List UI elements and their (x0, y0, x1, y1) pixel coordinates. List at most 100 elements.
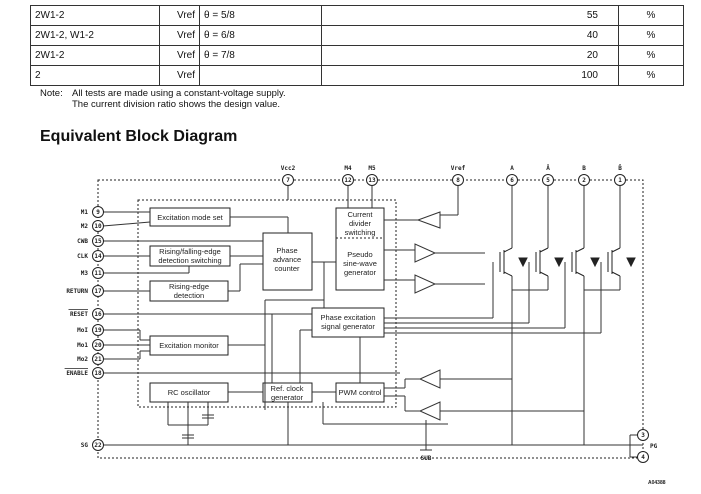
block-rc-oscillator: RC oscillator (149, 382, 229, 403)
svg-text:Phase excitation: Phase excitation (320, 313, 375, 322)
pin-m1: 9 M1 (81, 206, 104, 218)
svg-text:advance: advance (273, 255, 301, 264)
pin-number: 6 (510, 177, 514, 184)
pin-number: 13 (368, 177, 376, 184)
pin-label: RETURN (66, 288, 88, 295)
left-pins: 9M110M215CWB14CLK11M317RETURN16RESET19Mo… (64, 206, 104, 451)
section-heading: Equivalent Block Diagram (40, 128, 238, 145)
mosfet-icon (535, 247, 564, 277)
pin-number: 21 (94, 356, 102, 363)
pin-label: M1 (81, 209, 89, 216)
pin-moi: 19 MoI (77, 324, 104, 336)
pin-pg-3: 3 (637, 429, 649, 441)
pin-number: 20 (94, 342, 102, 349)
pin-top-1: 1 B̄ (614, 165, 626, 186)
pin-number: 22 (94, 442, 102, 449)
pin-top-6: 6A (506, 165, 518, 186)
pin-label: B̄ (618, 165, 622, 172)
logic-boundary (137, 199, 397, 408)
pin-label: CLK (77, 253, 88, 260)
svg-text:Rising/falling-edge: Rising/falling-edge (159, 247, 221, 256)
svg-text:detection switching: detection switching (158, 256, 221, 265)
pin-mo1: 20 Mo1 (77, 339, 104, 351)
pin-enable: 18 ENABLE (64, 367, 104, 379)
svg-text:sine-wave: sine-wave (343, 259, 377, 268)
pin-label: RESET (70, 311, 88, 318)
block-rising-edge: Rising-edge detection (149, 280, 229, 302)
pin-top-8: 8 Vref (451, 165, 466, 186)
mosfet-icon (607, 247, 636, 277)
svg-text:generator: generator (271, 393, 304, 402)
svg-text:switching: switching (345, 228, 376, 237)
pin-label: M2 (81, 223, 89, 230)
block-excitation-mode-set: Excitation mode set (149, 207, 231, 227)
pin-label: A (510, 165, 514, 172)
pin-number: 14 (94, 253, 102, 260)
svg-text:generator: generator (344, 268, 377, 277)
pin-number: 9 (96, 209, 100, 216)
pin-clk: 14 CLK (77, 250, 104, 262)
pin-label: ENABLE (66, 370, 88, 377)
cell-unit: % (618, 65, 684, 86)
pin-number: 15 (94, 238, 102, 245)
svg-text:Ref. clock: Ref. clock (271, 384, 304, 393)
figure-code: A04388 (648, 480, 666, 486)
wiring (102, 180, 643, 458)
pg-label: PG (650, 443, 658, 450)
block-phase-advance-counter: Phase advance counter (262, 232, 313, 291)
svg-text:detection: detection (174, 291, 204, 300)
block-ref-clock: Ref. clock generator (262, 382, 313, 403)
sub-label: SUB (421, 455, 432, 462)
mosfet-icon (499, 247, 528, 277)
pin-number: 1 (618, 177, 622, 184)
svg-text:Rising-edge: Rising-edge (169, 282, 209, 291)
block-current-divider: Current divider switching Pseudo sine-wa… (335, 207, 385, 291)
pin-top-12: 12 M4 (342, 165, 354, 186)
svg-text:divider: divider (349, 219, 372, 228)
pin-number: 8 (456, 177, 460, 184)
output-transistors (499, 247, 636, 277)
pin-pg-4: 4 (637, 451, 649, 463)
note-label: Note: (40, 88, 63, 99)
svg-text:Excitation mode set: Excitation mode set (157, 213, 223, 222)
mosfet-icon (571, 247, 600, 277)
pin-number: 5 (546, 177, 550, 184)
pin-number: 2 (582, 177, 586, 184)
pin-label: M4 (344, 165, 352, 172)
block-excitation-monitor: Excitation monitor (149, 335, 229, 356)
svg-text:Phase: Phase (276, 246, 297, 255)
pin-number: 18 (94, 370, 102, 377)
pin-label: B (582, 165, 586, 172)
pin-label: M3 (81, 270, 89, 277)
pin-label: Mo1 (77, 342, 88, 349)
pin-label: Mo2 (77, 356, 88, 363)
pin-number: 19 (94, 327, 102, 334)
pin-top-2: 2B (578, 165, 590, 186)
pin-label: Vref (451, 165, 466, 172)
svg-text:Pseudo: Pseudo (347, 250, 372, 259)
svg-text:counter: counter (274, 264, 300, 273)
pin-label: MoI (77, 327, 88, 334)
svg-text:RC oscillator: RC oscillator (168, 388, 211, 397)
pin-number: 12 (344, 177, 352, 184)
pin-number: 4 (641, 454, 645, 461)
block-rising-falling-edge: Rising/falling-edge detection switching (149, 245, 231, 267)
pin-top-13: 13 M5 (366, 165, 378, 186)
svg-text:signal generator: signal generator (321, 322, 375, 331)
right-pins: 34 (637, 429, 649, 463)
block-pwm-control: PWM control (335, 382, 385, 403)
svg-text:PWM control: PWM control (339, 388, 382, 397)
pin-label: M5 (368, 165, 376, 172)
pin-label: SG (81, 442, 89, 449)
pin-mo2: 21 Mo2 (77, 353, 104, 365)
